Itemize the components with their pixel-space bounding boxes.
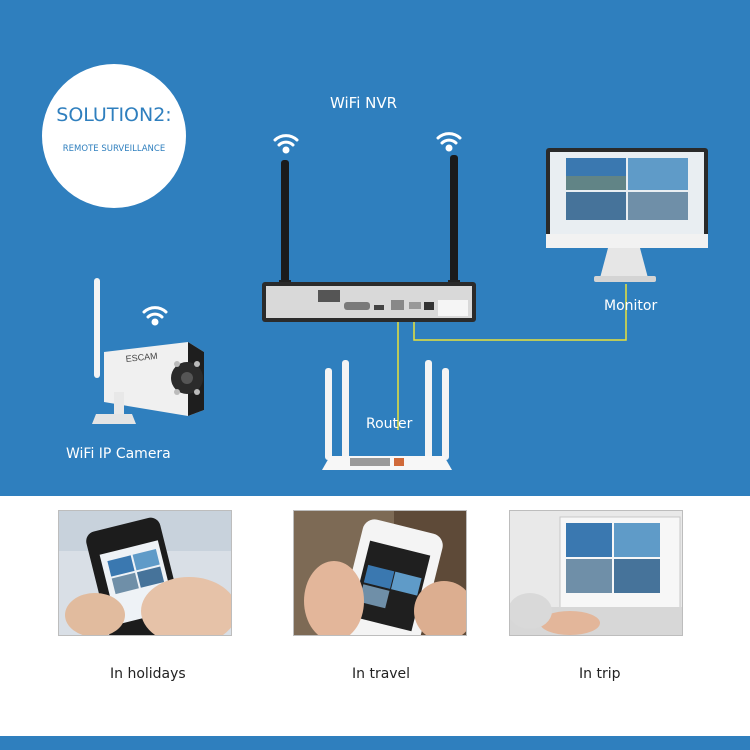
router-device [322,360,452,470]
wifi-icon [273,134,299,154]
scenario-photo-travel [293,510,467,636]
wifi-icon [436,132,462,152]
camera-brand: ESCAM [125,351,158,364]
cable-nvr-monitor [413,284,627,341]
caption-trip: In trip [579,666,621,682]
caption-holidays: In holidays [110,666,186,682]
wifi-icon [142,306,168,326]
camera-label: WiFi IP Camera [66,446,171,462]
nvr-antenna-left [279,160,291,298]
nvr-label: WiFi NVR [330,94,398,112]
bottom-stripe [0,736,750,750]
nvr-device [262,282,476,322]
solution-badge: SOLUTION2: REMOTE SURVEILLANCE [42,64,186,208]
ip-camera [92,278,204,424]
scenario-photo-trip [509,510,683,636]
scenario-photo-holidays [58,510,232,636]
monitor-label: Monitor [604,298,658,314]
network-diagram: ESCAM [92,132,708,470]
caption-travel: In travel [352,666,411,682]
badge-title: SOLUTION2: [56,104,172,126]
router-label: Router [366,416,413,432]
badge-subtitle: REMOTE SURVEILLANCE [62,144,166,154]
monitor-device [546,148,708,282]
nvr-antenna-right [448,155,460,298]
